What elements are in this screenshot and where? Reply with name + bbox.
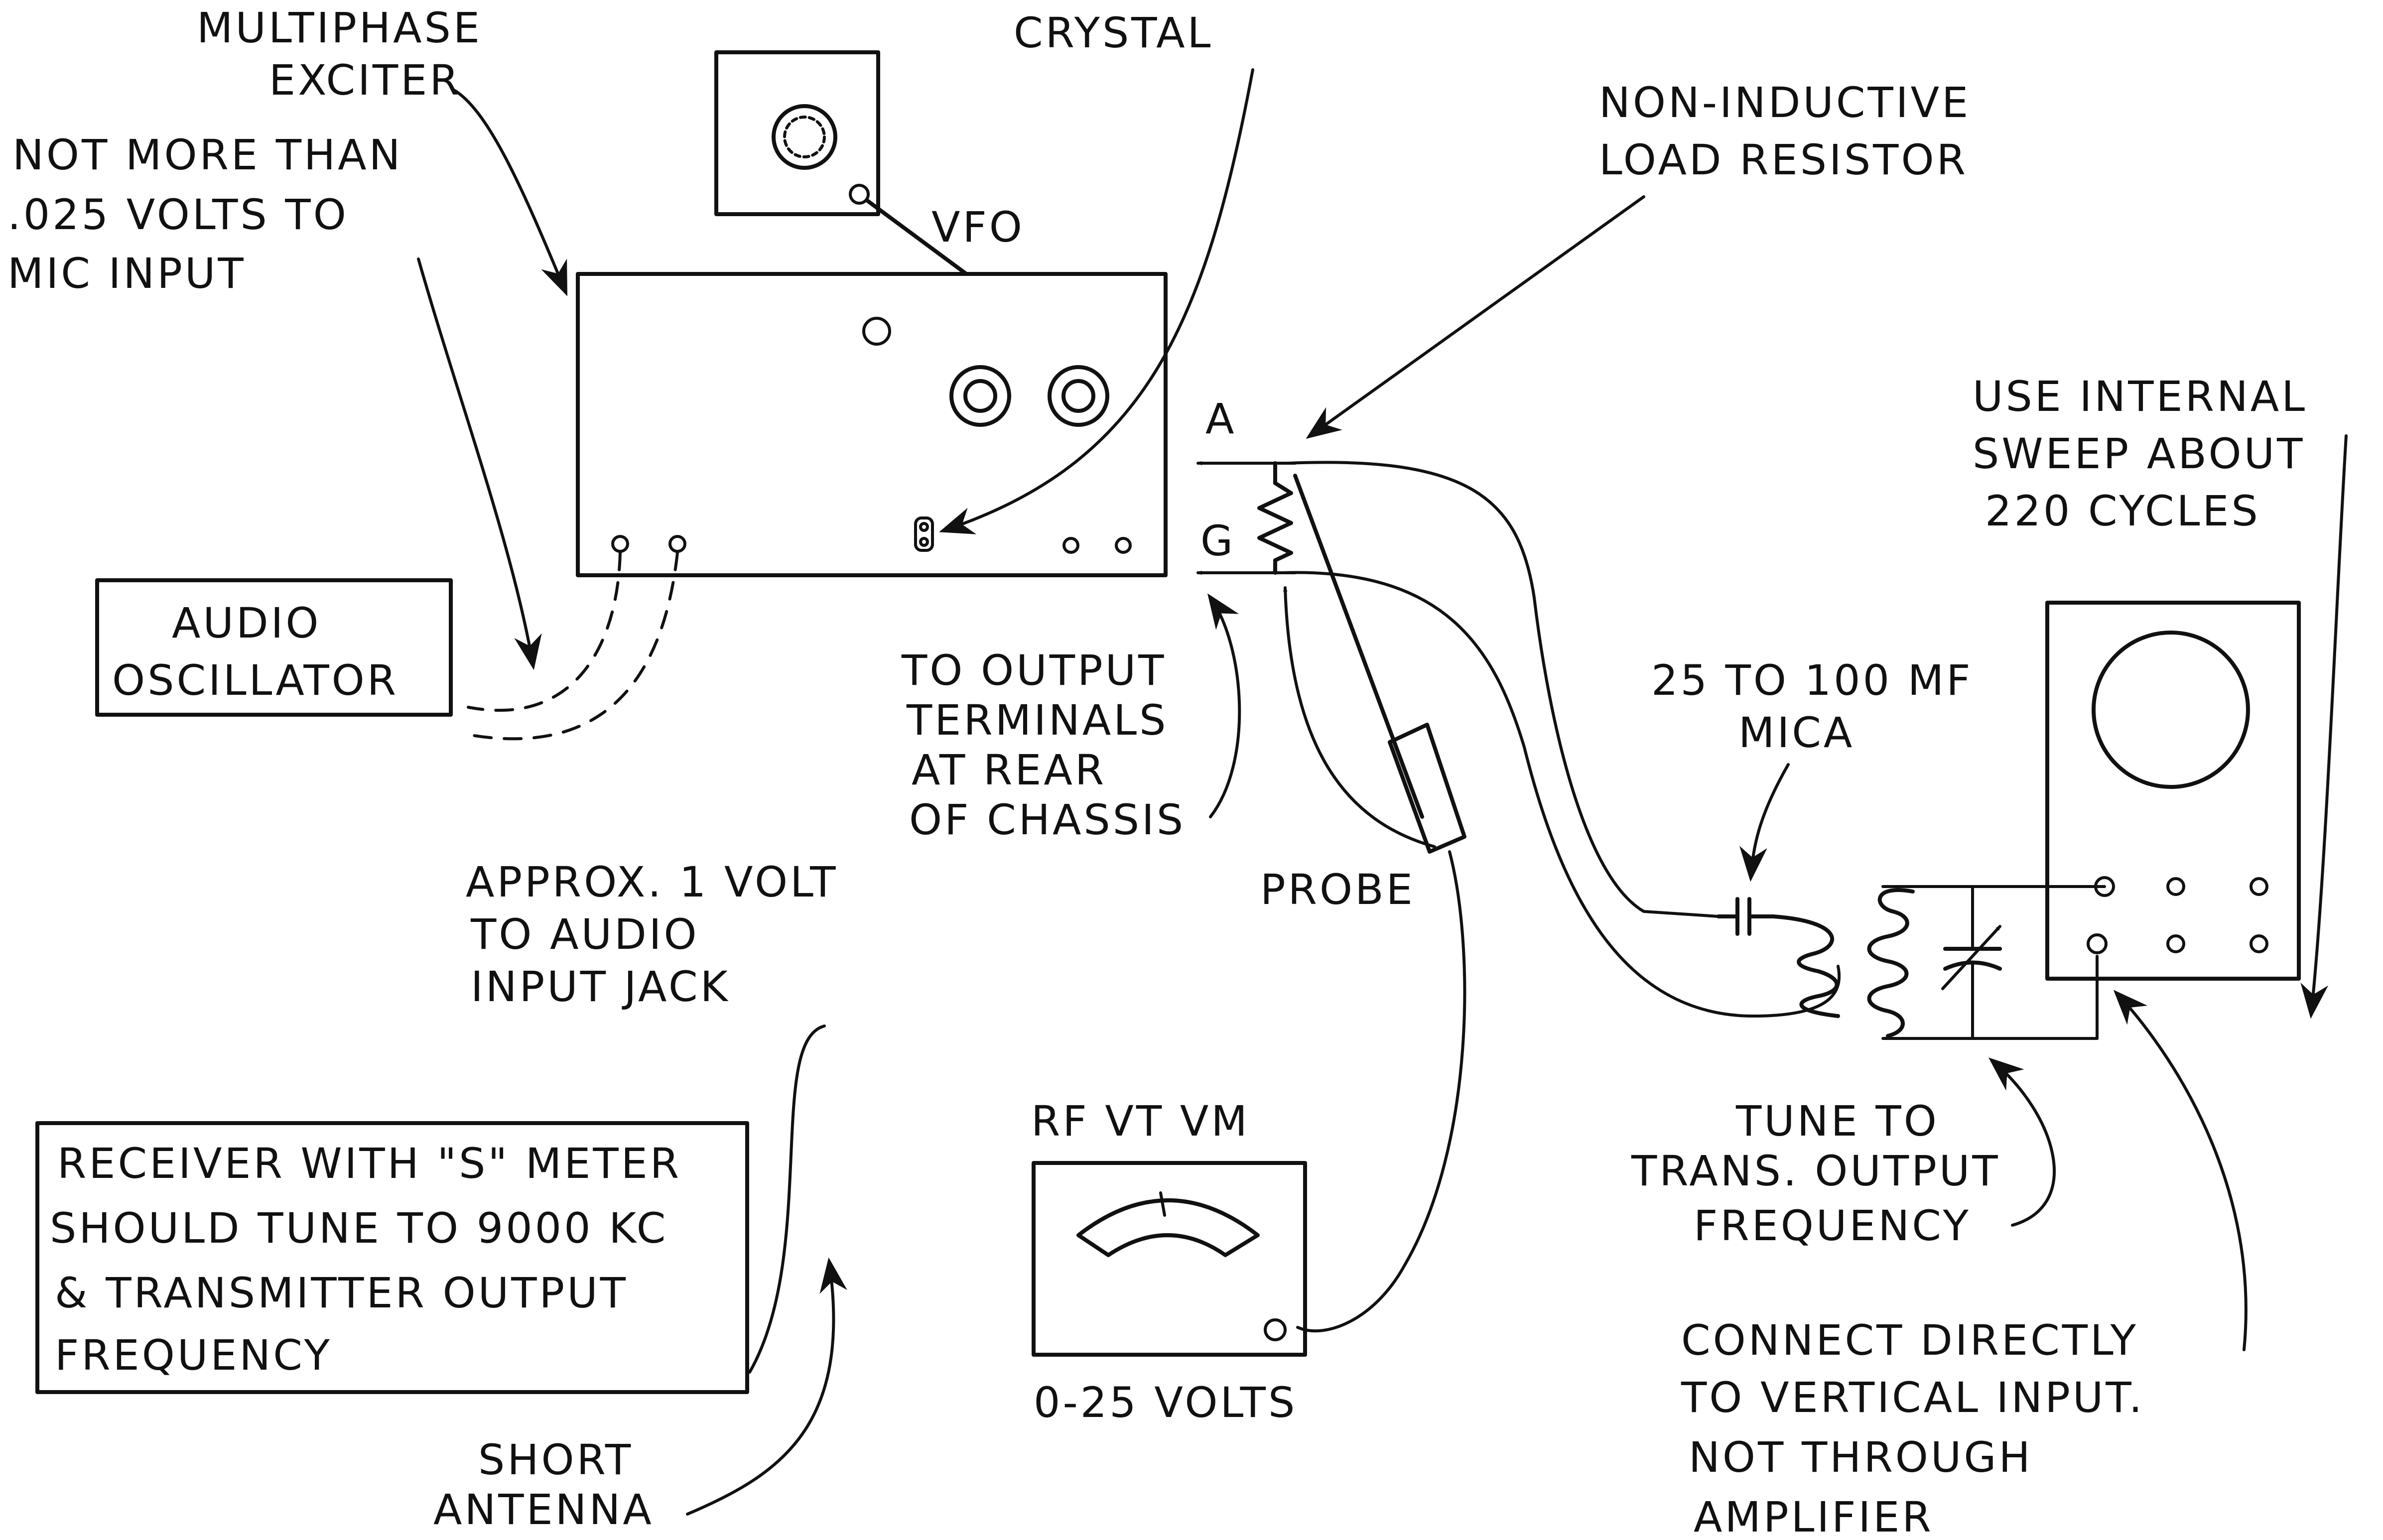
scope-vertical-input — [2087, 933, 2108, 954]
svg-text:NON-INDUCTIVE: NON-INDUCTIVE — [1599, 78, 1971, 127]
coupling-coil — [1771, 914, 1840, 1018]
label-probe: PROBE — [1260, 865, 1415, 914]
vtvm-probe-jack — [1264, 1318, 1287, 1341]
svg-text:MICA: MICA — [1738, 708, 1854, 757]
svg-text:INPUT JACK: INPUT JACK — [471, 962, 730, 1011]
arrow-tune-to — [1988, 1057, 2056, 1227]
svg-text:TUNE TO: TUNE TO — [1735, 1097, 1939, 1146]
arrow-multiphase-exciter — [452, 88, 568, 296]
label-non-inductive-load-resistor: NON-INDUCTIVE LOAD RESISTOR — [1599, 78, 1971, 184]
crystal-socket — [914, 516, 934, 552]
svg-text:TO OUTPUT: TO OUTPUT — [901, 646, 1167, 695]
arrow-mica — [1739, 763, 1790, 882]
load-resistor — [1257, 461, 1293, 575]
multiphase-exciter-chassis — [576, 272, 1168, 577]
exciter-right-dial — [1048, 365, 1109, 427]
label-mica-capacitor: 25 TO 100 MF MICA — [1651, 656, 1973, 757]
svg-text:FREQUENCY: FREQUENCY — [1694, 1201, 1971, 1250]
svg-text:OF CHASSIS: OF CHASSIS — [909, 795, 1186, 844]
svg-text:SHORT: SHORT — [478, 1435, 633, 1484]
arrow-short-antenna — [686, 1257, 847, 1516]
svg-text:AT REAR: AT REAR — [912, 746, 1106, 794]
vfo-unit — [714, 50, 968, 276]
mica-capacitor — [1717, 897, 1775, 936]
label-terminal-a: A — [1205, 394, 1236, 443]
label-approx-1-volt: APPROX. 1 VOLT TO AUDIO INPUT JACK — [466, 858, 838, 1011]
svg-text:TRANS. OUTPUT: TRANS. OUTPUT — [1631, 1147, 2000, 1195]
svg-text:TO AUDIO: TO AUDIO — [470, 910, 699, 959]
label-crystal: CRYSTAL — [1014, 8, 1213, 57]
scope-screen — [2092, 631, 2250, 789]
svg-text:.025 VOLTS TO: .025 VOLTS TO — [7, 190, 349, 239]
svg-text:RECEIVER WITH "S" METER: RECEIVER WITH "S" METER — [57, 1139, 681, 1188]
label-tune-to-output: TUNE TO TRANS. OUTPUT FREQUENCY — [1631, 1097, 2000, 1250]
label-rf-vtvm: RF VT VM — [1031, 1097, 1250, 1146]
probe — [1283, 474, 1466, 1333]
svg-text:0-25 VOLTS: 0-25 VOLTS — [1034, 1378, 1297, 1427]
oscilloscope — [2045, 601, 2301, 981]
rf-vtvm — [1032, 1161, 1307, 1357]
label-multiphase-exciter: MULTIPHASE EXCITER — [197, 3, 482, 105]
probe-cable — [1296, 850, 1466, 1333]
svg-text:TERMINALS: TERMINALS — [906, 696, 1168, 745]
svg-text:ANTENNA: ANTENNA — [433, 1485, 654, 1534]
audio-lead-2 — [467, 551, 679, 741]
exciter-left-dial — [949, 365, 1011, 427]
cable-from-g — [1281, 571, 1841, 1018]
arrow-not-more-than — [417, 257, 542, 670]
svg-text:MULTIPHASE: MULTIPHASE — [197, 3, 482, 52]
svg-text:APPROX. 1 VOLT: APPROX. 1 VOLT — [466, 858, 838, 906]
label-connect-directly: CONNECT DIRECTLY TO VERTICAL INPUT. NOT … — [1681, 1316, 2144, 1540]
variable-capacitor — [1941, 925, 2002, 990]
tank-coil — [1867, 888, 1915, 1038]
svg-text:220 CYCLES: 220 CYCLES — [1985, 487, 2260, 535]
arrow-approx-1-volt — [748, 1025, 826, 1374]
svg-text:TO VERTICAL INPUT.: TO VERTICAL INPUT. — [1681, 1373, 2144, 1422]
mic-input-jack-right — [668, 535, 686, 553]
label-audio-oscillator: AUDIO OSCILLATOR — [112, 599, 398, 705]
scope-terminal-1 — [2094, 876, 2115, 897]
svg-text:AUDIO: AUDIO — [172, 599, 321, 647]
svg-text:25 TO 100 MF: 25 TO 100 MF — [1651, 656, 1973, 705]
svg-text:MIC INPUT: MIC INPUT — [7, 249, 246, 298]
mic-input-jack-left — [611, 535, 629, 553]
svg-text:AMPLIFIER: AMPLIFIER — [1694, 1493, 1934, 1540]
label-to-output-terminals: TO OUTPUT TERMINALS AT REAR OF CHASSIS — [901, 646, 1186, 844]
vfo-dial — [772, 104, 837, 170]
svg-text:& TRANSMITTER OUTPUT: & TRANSMITTER OUTPUT — [55, 1269, 628, 1317]
label-vfo: VFO — [931, 203, 1025, 252]
label-not-more-than: NOT MORE THAN .025 VOLTS TO MIC INPUT — [7, 130, 402, 298]
vtvm-meter-face — [1076, 1198, 1260, 1257]
label-short-antenna: SHORT ANTENNA — [433, 1435, 654, 1534]
cable-from-a — [1286, 461, 1720, 918]
svg-text:EXCITER: EXCITER — [269, 56, 461, 105]
svg-text:USE INTERNAL: USE INTERNAL — [1973, 372, 2307, 421]
exciter-small-knob — [862, 317, 891, 346]
label-volts-range: 0-25 VOLTS — [1034, 1378, 1297, 1427]
label-terminal-g: G — [1200, 516, 1235, 565]
svg-text:CONNECT DIRECTLY: CONNECT DIRECTLY — [1681, 1316, 2138, 1365]
label-use-internal-sweep: USE INTERNAL SWEEP ABOUT 220 CYCLES — [1973, 372, 2307, 535]
arrow-crystal — [939, 68, 1254, 534]
svg-text:SHOULD TUNE TO 9000 KC: SHOULD TUNE TO 9000 KC — [50, 1204, 668, 1253]
arrow-to-output — [1207, 593, 1241, 818]
arrow-non-inductive — [1306, 195, 1645, 439]
arrow-connect-directly — [2113, 990, 2248, 1351]
vfo-jack — [849, 184, 870, 205]
svg-text:SWEEP ABOUT: SWEEP ABOUT — [1973, 429, 2305, 478]
tank-wiring — [1881, 885, 2106, 1040]
svg-text:FREQUENCY: FREQUENCY — [55, 1331, 332, 1380]
arrow-use-internal-sweep — [2300, 434, 2348, 1019]
receiver-box: RECEIVER WITH "S" METER SHOULD TUNE TO 9… — [35, 1121, 749, 1394]
audio-lead-1 — [467, 551, 622, 712]
audio-oscillator-box — [95, 578, 453, 717]
svg-text:NOT THROUGH: NOT THROUGH — [1689, 1433, 2033, 1482]
svg-text:OSCILLATOR: OSCILLATOR — [112, 656, 398, 705]
svg-text:LOAD RESISTOR: LOAD RESISTOR — [1599, 135, 1968, 184]
svg-text:NOT MORE THAN: NOT MORE THAN — [12, 130, 402, 179]
